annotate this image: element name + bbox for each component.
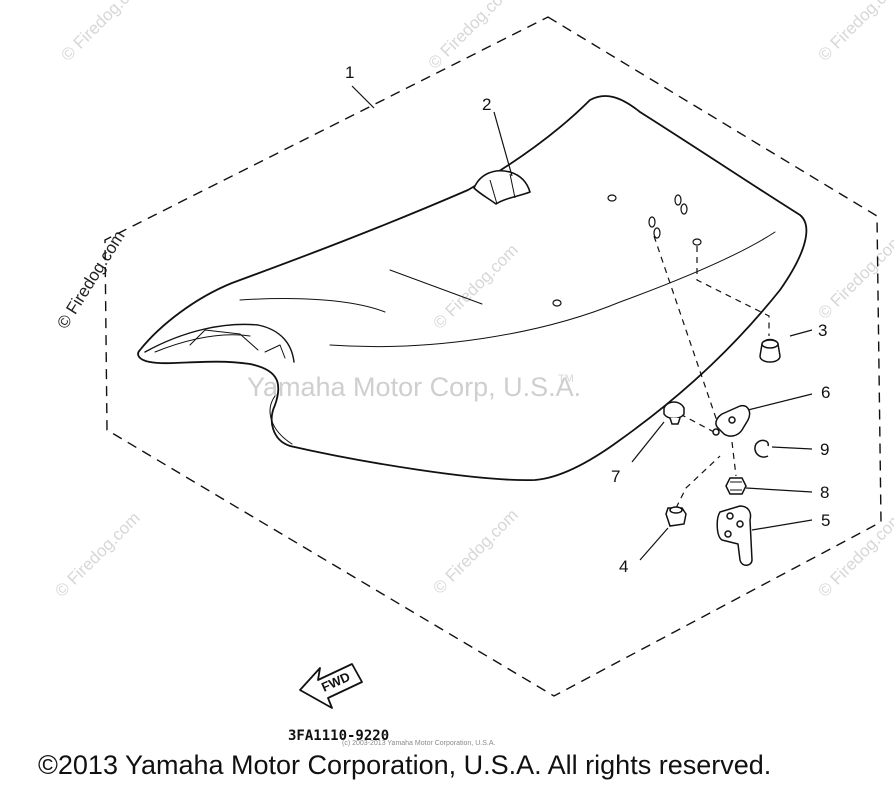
seat-rear-lip (144, 323, 295, 363)
watermark-firedog: © Firedog.com (57, 0, 149, 65)
fwd-arrow-icon: FWD (299, 663, 363, 709)
callout-6: 6 (821, 383, 830, 402)
clip-part (754, 439, 769, 458)
screw-part (663, 401, 685, 425)
bolt-part (725, 477, 747, 495)
watermark-firedog: © Firedog.com (429, 505, 521, 597)
dashed-3 (696, 246, 770, 336)
seat-outline (137, 95, 808, 482)
leader-lines (351, 85, 813, 561)
dashed-7 (679, 413, 715, 433)
leader-6 (747, 393, 813, 411)
callout-9: 9 (820, 440, 829, 459)
leader-2 (493, 111, 513, 177)
callout-5: 5 (821, 511, 830, 530)
dashed-bolt-8 (731, 441, 737, 477)
reference-code: 3FA1110-9220 (288, 728, 389, 744)
dashed-4 (675, 455, 721, 509)
leader-5 (751, 519, 813, 531)
callout-2: 2 (482, 95, 491, 114)
copyright-notice: ©2013 Yamaha Motor Corporation, U.S.A. A… (38, 750, 771, 780)
watermark-firedog: © Firedog.com (51, 508, 143, 600)
seat-rear-lip-inner (154, 334, 251, 353)
seat-strap (473, 170, 531, 205)
watermark-trademark: TM (558, 373, 574, 385)
seat-holes (552, 194, 702, 307)
leader-9 (771, 446, 813, 450)
seat-side-edge (329, 231, 776, 348)
watermark-firedog: © Firedog.com (814, 230, 894, 322)
seat (137, 95, 808, 482)
bracket-part (716, 505, 753, 566)
seat-pleat (389, 269, 483, 305)
watermark-firedog: © Firedog.com (424, 0, 516, 73)
watermark-yamaha: Yamaha Motor Corp, U.S.A. (247, 372, 581, 402)
callout-7: 7 (611, 467, 620, 486)
leader-4 (639, 527, 669, 561)
small-copyright-watermark: (c) 2003-2013 Yamaha Motor Corporation, … (342, 740, 495, 747)
callout-4: 4 (619, 557, 628, 576)
seat-rear-cutout (189, 329, 259, 351)
leader-1 (351, 85, 375, 109)
callouts: 1 2 3 4 5 6 7 8 9 (345, 63, 830, 576)
seat-rear-detail (264, 344, 286, 359)
dashed-bracket (653, 235, 721, 431)
callout-8: 8 (820, 483, 829, 502)
leader-8 (745, 487, 813, 493)
latch-part (712, 404, 751, 437)
watermark-firedog: © Firedog.com (814, 0, 894, 65)
watermark-firedog: © Firedog.com (429, 240, 521, 332)
damper-part (759, 338, 781, 363)
leader-7 (631, 421, 665, 463)
callout-3: 3 (818, 321, 827, 340)
leader-3 (789, 329, 813, 337)
seat-top-seam (239, 298, 386, 313)
watermark-firedog-dark: © Firedog.com (53, 227, 128, 332)
nut-part (665, 506, 687, 527)
assembly-outline (104, 16, 882, 697)
seat-front-edge (269, 395, 293, 445)
callout-1: 1 (345, 63, 354, 82)
